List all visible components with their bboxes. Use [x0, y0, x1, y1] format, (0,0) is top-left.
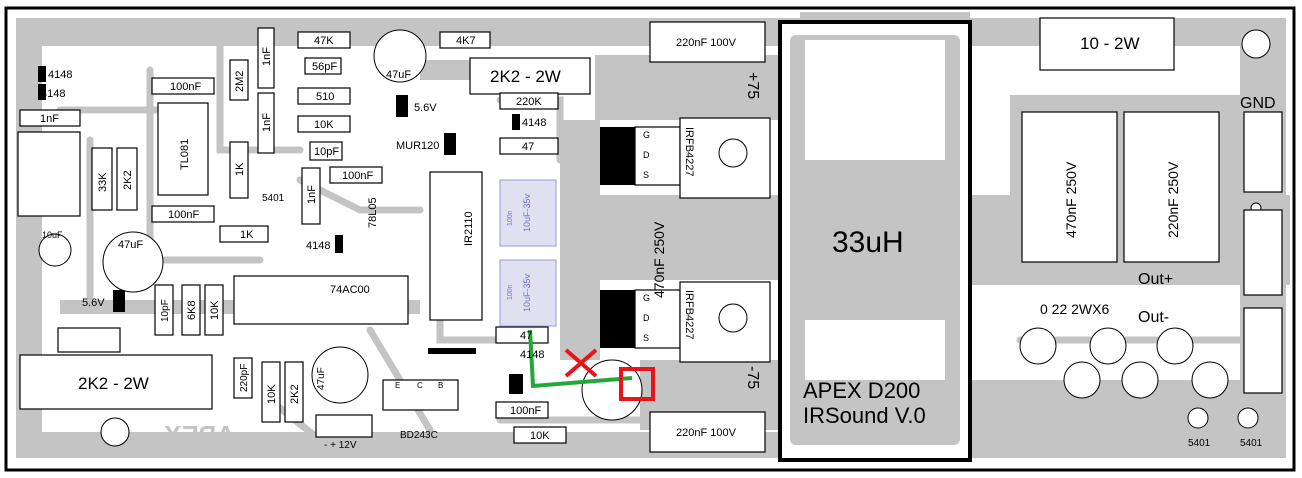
reg-78l05-label: 78L05 — [367, 197, 379, 228]
out-plus-label: Out+ — [1138, 271, 1173, 288]
gnd-label: GND — [1240, 95, 1276, 112]
pin-e-label: E — [395, 381, 400, 390]
r-10-2w-label: 10 - 2W — [1080, 34, 1140, 53]
board-title-line1: APEX D200 — [803, 378, 920, 403]
supply-12v-label: - + 12V — [324, 440, 357, 451]
r-2k2-2w-bottom-label: 2K2 - 2W — [78, 374, 149, 393]
mosfet-bottom-label: IRFB4227 — [683, 290, 695, 340]
green-jumper-marker — [528, 329, 633, 389]
r-2k2-2w-top-label: 2K2 - 2W — [490, 67, 561, 86]
ic-tl081-label: TL081 — [179, 139, 191, 170]
ic-74ac00-label: 74AC00 — [330, 284, 370, 296]
r-10k-a-label: 10K — [314, 119, 334, 131]
c-1nf-c-label: 1nF — [261, 113, 273, 132]
r-2k2-v-label: 2K2 — [122, 170, 134, 190]
c-100nf-a-label: 100nF — [170, 81, 201, 93]
c-1nf-left-label: 1nF — [40, 113, 59, 125]
d-mur120-label: MUR120 — [396, 140, 439, 152]
red-highlight-box — [619, 367, 655, 401]
r-220k-label: 220K — [516, 96, 542, 108]
r-10k-b-label: 10K — [209, 300, 221, 320]
c-220nf-100v-bottom-label: 220nF 100V — [676, 427, 737, 439]
c-100nf-c-label: 100nF — [342, 170, 373, 182]
r-10k-c-label: 10K — [266, 384, 278, 404]
zener-5v6-left-label: 5.6V — [82, 297, 105, 309]
c-100nf-b-label: 100nF — [168, 209, 199, 221]
gate-g-label-bottom: G — [643, 293, 650, 303]
c-100n-tiny-b-label: 100n — [507, 284, 514, 300]
c-10uf-35v-a-label: 10uF-35v — [522, 193, 532, 232]
c-47uf-top-label: 47uF — [386, 69, 411, 81]
zener-5v6-mid-label: 5.6V — [414, 102, 437, 114]
r-1k-b-label: 1K — [240, 229, 254, 241]
ic-ir2110-label: IR2110 — [463, 211, 475, 246]
r-6k8-label: 6K8 — [186, 300, 198, 320]
d-4148-a-label: 4148 — [48, 69, 72, 81]
rail-pos75-label: +75 — [744, 72, 761, 99]
r-4k7-label: 4K7 — [456, 35, 476, 47]
r-47-a-label: 47 — [522, 141, 534, 153]
r-47-b-label: 47 — [520, 330, 532, 342]
c-10uf-label: 10uF — [42, 230, 63, 240]
out-minus-label: Out- — [1138, 309, 1169, 326]
d-4148-e-label: 4148 — [520, 349, 544, 361]
rail-neg75-label: -75 — [744, 366, 761, 389]
d-4148-d-label: 4148 — [522, 117, 546, 129]
gate-g-label-top: G — [643, 130, 650, 140]
gate-s-label-bottom: S — [643, 333, 649, 343]
r-10k-d-label: 10K — [530, 430, 550, 442]
q-5401-b-label: 5401 — [1240, 438, 1263, 449]
r-47k-label: 47K — [314, 35, 334, 47]
c-10pf-a-label: 10pF — [314, 146, 339, 158]
c-10uf-35v-b-label: 10uF-35v — [522, 273, 532, 312]
r-2m2-label: 2M2 — [234, 71, 246, 92]
c-1nf-d-label: 1nF — [306, 185, 318, 204]
c-100nf-d-label: 100nF — [510, 405, 541, 417]
r-33k-label: 33K — [97, 172, 109, 192]
pin-c-label: C — [417, 381, 423, 390]
r-0r22-label: 0 22 2WX6 — [1040, 301, 1109, 317]
inductor-value: 33uH — [832, 226, 904, 259]
c-470nf-250v-mid-label: 470nF 250V — [651, 221, 667, 298]
gate-d-label-bottom: D — [643, 313, 650, 323]
gate-d-label-top: D — [643, 150, 650, 160]
board-title-line2: IRSound V.0 — [803, 403, 926, 428]
q-5401-mid-label: 5401 — [262, 193, 285, 204]
r-2k2-c-label: 2K2 — [289, 384, 301, 404]
c-10pf-b-label: 10pF — [160, 299, 171, 322]
c-220nf-100v-top-label: 220nF 100V — [676, 37, 737, 49]
pin-b-label: B — [438, 381, 443, 390]
r-1k-a-label: 1K — [234, 162, 246, 176]
c-56pf-label: 56pF — [312, 61, 337, 73]
c-470nf-250v-right-label: 470nF 250V — [1063, 161, 1079, 238]
q-5401-a-label: 5401 — [1188, 438, 1211, 449]
brand-mirrored: APEX — [164, 420, 235, 450]
c-100n-tiny-a-label: 100n — [507, 210, 514, 226]
q-bd243c-label: BD243C — [400, 430, 438, 441]
gate-s-label-top: S — [643, 170, 649, 180]
red-x-marker — [564, 348, 598, 378]
c-47uf-left-label: 47uF — [118, 239, 143, 251]
c-220pf-label: 220pF — [239, 364, 250, 392]
d-4148-c-label: 4148 — [306, 240, 330, 252]
c-220nf-250v-right-label: 220nF 250V — [1165, 161, 1181, 238]
mosfet-top-label: IRFB4227 — [683, 127, 695, 177]
d-4148-b-label: 4148 — [41, 88, 65, 100]
r-510-label: 510 — [316, 91, 334, 103]
c-1nf-b-label: 1nF — [261, 47, 273, 66]
c-47uf-bottom-label: 47uF — [316, 367, 327, 390]
